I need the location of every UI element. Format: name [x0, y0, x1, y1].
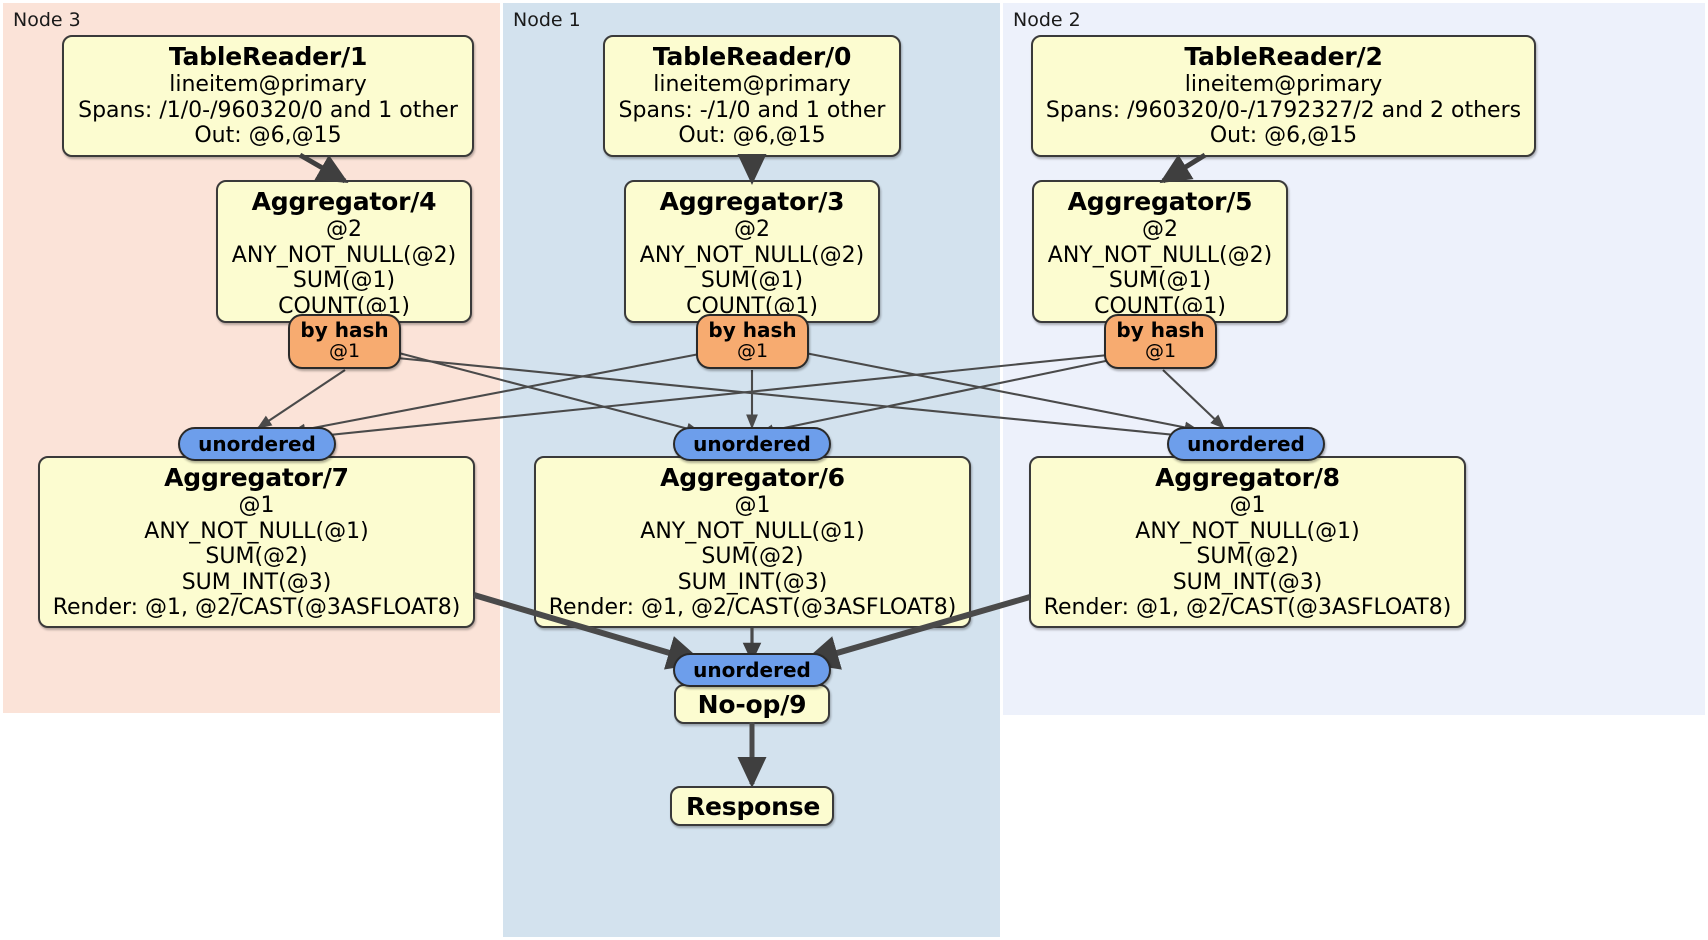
router-type-label: by hash	[708, 318, 797, 342]
processor-line: @1	[238, 493, 275, 518]
processor-title: Aggregator/4	[251, 187, 437, 216]
router-type-label: by hash	[1116, 318, 1205, 342]
router-by-hash-left[interactable]: by hash @1	[288, 314, 401, 369]
processor-title: TableReader/1	[168, 42, 368, 71]
processor-line: ANY_NOT_NULL(@2)	[231, 242, 457, 268]
processor-aggregator-3[interactable]: Aggregator/3 @2 ANY_NOT_NULL(@2) SUM(@1)…	[624, 180, 880, 323]
processor-line: SUM(@1)	[700, 268, 804, 294]
processor-table-reader-0[interactable]: TableReader/0 lineitem@primary Spans: -/…	[603, 35, 901, 157]
router-type-label: unordered	[1187, 431, 1305, 456]
processor-line: @1	[734, 493, 771, 518]
router-column-label: @1	[736, 340, 769, 363]
processor-line: SUM(@1)	[292, 268, 396, 294]
router-unordered-mid[interactable]: unordered	[673, 427, 831, 461]
router-by-hash-right[interactable]: by hash @1	[1104, 314, 1217, 369]
processor-line: Out: @6,@15	[678, 123, 826, 149]
processor-line: SUM(@2)	[701, 544, 804, 570]
processor-title: Response	[686, 792, 821, 821]
processor-title: TableReader/0	[652, 42, 852, 71]
processor-line: Out: @6,@15	[1209, 123, 1358, 149]
processor-aggregator-6[interactable]: Aggregator/6 @1 ANY_NOT_NULL(@1) SUM(@2)…	[534, 456, 971, 628]
panel-node-2-label: Node 2	[1013, 9, 1081, 31]
processor-title: TableReader/2	[1184, 42, 1383, 71]
processor-table-reader-1[interactable]: TableReader/1 lineitem@primary Spans: /1…	[62, 35, 474, 157]
router-type-label: unordered	[693, 657, 811, 682]
processor-line: Render: @1, @2/CAST(@3ASFLOAT8)	[52, 595, 461, 621]
router-unordered-final[interactable]: unordered	[673, 653, 831, 687]
router-type-label: by hash	[300, 318, 389, 342]
processor-line: Spans: -/1/0 and 1 other	[618, 97, 886, 123]
processor-line: ANY_NOT_NULL(@2)	[639, 242, 865, 268]
processor-response[interactable]: Response	[670, 786, 834, 826]
processor-line: SUM_INT(@3)	[677, 569, 828, 595]
router-by-hash-mid[interactable]: by hash @1	[696, 314, 809, 369]
processor-line: @2	[1142, 217, 1178, 242]
processor-line: ANY_NOT_NULL(@1)	[640, 518, 865, 544]
processor-line: @1	[1229, 493, 1266, 518]
router-column-label: @1	[328, 340, 361, 363]
processor-title: Aggregator/7	[164, 463, 349, 492]
processor-table-reader-2[interactable]: TableReader/2 lineitem@primary Spans: /9…	[1031, 35, 1536, 157]
processor-line: Out: @6,@15	[194, 123, 342, 149]
router-unordered-right[interactable]: unordered	[1167, 427, 1325, 461]
processor-line: lineitem@primary	[1184, 72, 1383, 97]
processor-title: No-op/9	[697, 690, 807, 719]
processor-line: Spans: /960320/0-/1792327/2 and 2 others	[1045, 97, 1522, 123]
processor-title: Aggregator/5	[1067, 187, 1253, 216]
processor-line: Render: @1, @2/CAST(@3ASFLOAT8)	[548, 595, 957, 621]
router-type-label: unordered	[693, 431, 811, 456]
router-column-label: @1	[1144, 340, 1177, 363]
processor-line: @2	[734, 217, 770, 242]
processor-line: lineitem@primary	[169, 72, 367, 97]
processor-line: SUM(@2)	[205, 544, 308, 570]
processor-line: SUM_INT(@3)	[181, 569, 332, 595]
processor-no-op-9[interactable]: No-op/9	[674, 684, 830, 724]
panel-node-1-label: Node 1	[513, 9, 581, 31]
processor-line: Render: @1, @2/CAST(@3ASFLOAT8)	[1043, 595, 1452, 621]
processor-aggregator-4[interactable]: Aggregator/4 @2 ANY_NOT_NULL(@2) SUM(@1)…	[216, 180, 472, 323]
processor-line: SUM(@2)	[1196, 544, 1299, 570]
processor-aggregator-7[interactable]: Aggregator/7 @1 ANY_NOT_NULL(@1) SUM(@2)…	[38, 456, 475, 628]
router-unordered-left[interactable]: unordered	[178, 427, 336, 461]
processor-title: Aggregator/8	[1155, 463, 1340, 492]
processor-line: @2	[326, 217, 362, 242]
processor-line: ANY_NOT_NULL(@1)	[1135, 518, 1360, 544]
processor-aggregator-8[interactable]: Aggregator/8 @1 ANY_NOT_NULL(@1) SUM(@2)…	[1029, 456, 1466, 628]
processor-line: lineitem@primary	[653, 72, 851, 97]
processor-line: Spans: /1/0-/960320/0 and 1 other	[78, 97, 458, 123]
router-type-label: unordered	[198, 431, 316, 456]
processor-title: Aggregator/6	[660, 463, 845, 492]
processor-line: ANY_NOT_NULL(@1)	[144, 518, 369, 544]
processor-line: SUM(@1)	[1108, 268, 1212, 294]
processor-line: SUM_INT(@3)	[1172, 569, 1323, 595]
processor-title: Aggregator/3	[659, 187, 845, 216]
processor-line: ANY_NOT_NULL(@2)	[1047, 242, 1273, 268]
processor-aggregator-5[interactable]: Aggregator/5 @2 ANY_NOT_NULL(@2) SUM(@1)…	[1032, 180, 1288, 323]
panel-node-3-label: Node 3	[13, 9, 81, 31]
